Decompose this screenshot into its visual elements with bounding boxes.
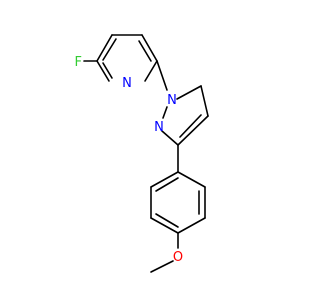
background — [0, 0, 300, 300]
bond-o-methyl — [150, 260, 174, 273]
bond-pyridine-c4-c5-inner — [138, 40, 152, 62]
bond-aryl-c4-c5-inner — [155, 213, 179, 228]
bond-pyridine-n-c2-inner — [102, 62, 113, 79]
bond-aryl-c6-c1 — [150, 171, 179, 188]
bond-aryl-c1-c2 — [177, 171, 206, 188]
pyrazole-n1-label: N — [167, 93, 177, 108]
bond-pyridine-c2-c3-inner — [102, 38, 117, 61]
bond-pyridine-c2-c3 — [96, 34, 113, 62]
bond-aryl-c3-c4 — [177, 217, 206, 234]
methoxy-oxygen-label: O — [173, 250, 183, 265]
bond-pyrazole-n1-c5 — [176, 85, 202, 100]
bond-aryl-c6-c1-inner — [155, 177, 179, 192]
pyrazole-n2-label: N — [154, 120, 164, 135]
bond-aryl-c4-c5 — [150, 217, 179, 234]
bond-lines — [83, 34, 209, 273]
fluorine-atom-label: F — [75, 55, 82, 70]
bond-pyrazole-c5-c4 — [200, 85, 209, 117]
pyridine-nitrogen-label: N — [122, 76, 132, 91]
bond-pyrazole-n2-n1 — [162, 106, 168, 119]
molecule-structure: F N N N O — [0, 0, 300, 300]
structure-canvas: F N N N O — [0, 0, 300, 300]
bond-pyrazole-c4-c3-inner — [179, 114, 202, 138]
bond-pyridine-c5-c6 — [144, 60, 158, 82]
bond-pyridine-n-c2 — [96, 60, 110, 82]
bond-pyrazole-c3-n2 — [161, 130, 179, 146]
bond-pyrazole-c4-c3 — [177, 115, 209, 146]
bond-pyridine-pyrazole — [156, 60, 168, 91]
bond-pyridine-c4-c5 — [141, 34, 158, 62]
